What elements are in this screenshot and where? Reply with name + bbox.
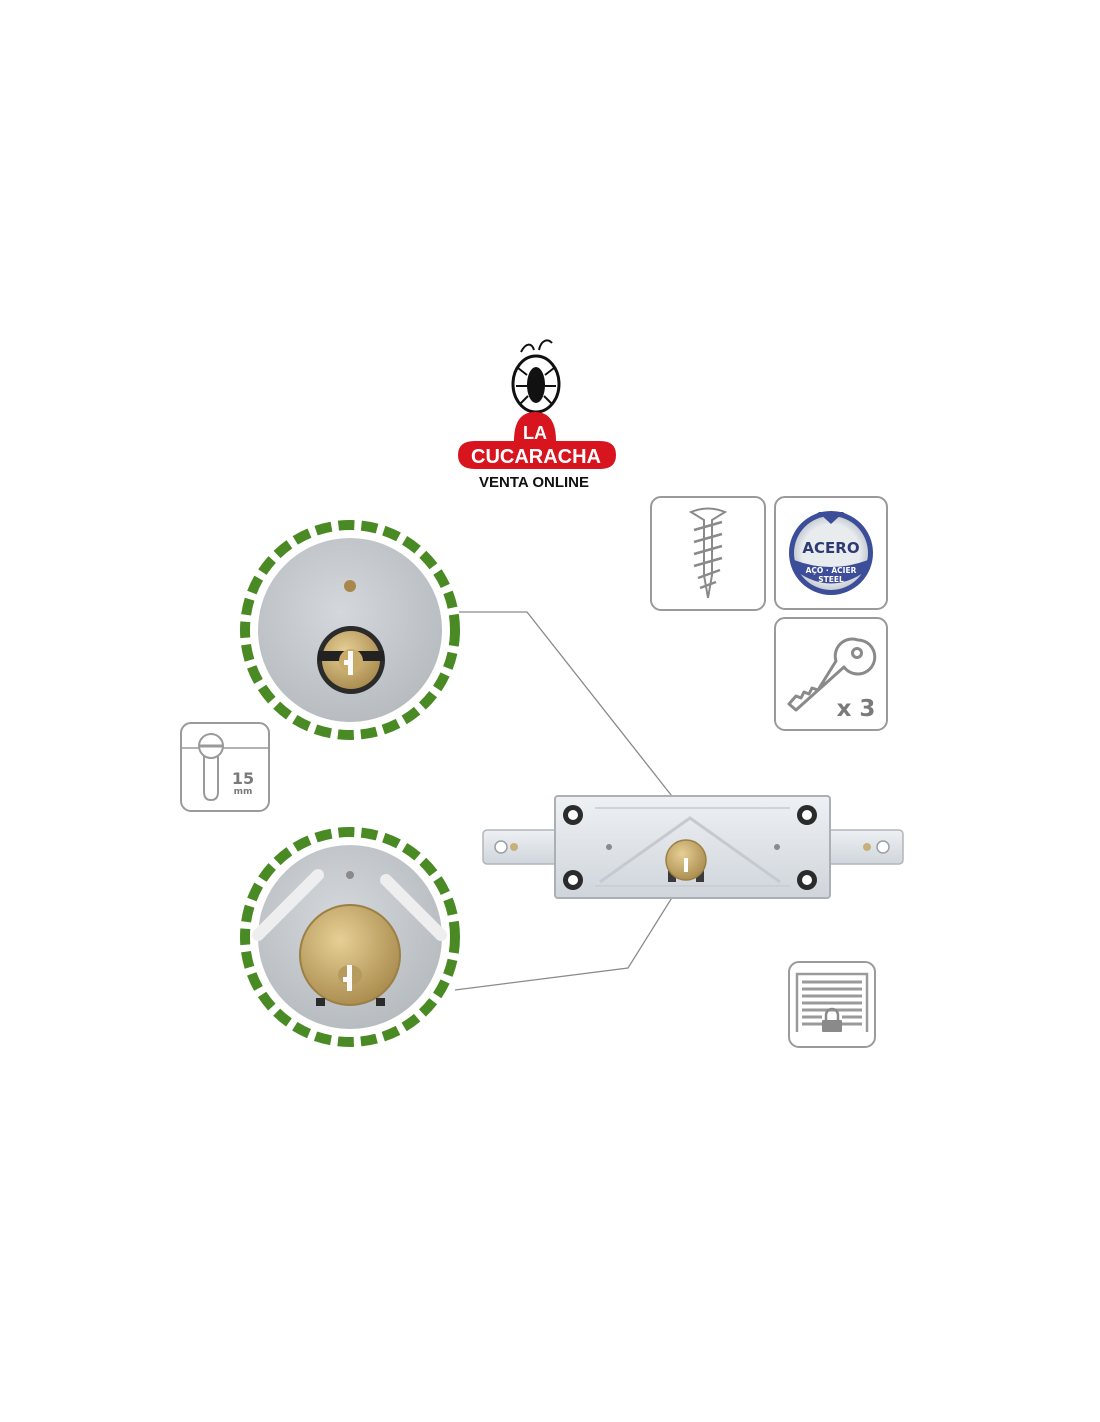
- keys-count-label: x 3: [837, 696, 876, 722]
- steel-badge-subtitle-2: STEEL: [818, 575, 844, 584]
- cylinder-size-icon: 15 mm: [180, 722, 270, 812]
- brand-logo: LA CUCARACHA VENTA ONLINE: [458, 339, 616, 491]
- lock-cylinder: [665, 839, 707, 882]
- logo-red-banner: [458, 412, 616, 469]
- connector-line-top: [459, 611, 676, 801]
- cylinder-detail-top: [240, 520, 460, 740]
- logo-line-3: VENTA ONLINE: [479, 474, 589, 491]
- logo-line-2: CUCARACHA: [471, 446, 601, 468]
- cylinder-size-unit: mm: [234, 787, 253, 797]
- steel-badge-subtitle-1: AÇO · ACIER: [806, 566, 857, 575]
- keys-count-icon: x 3: [774, 617, 888, 731]
- logo-line-1: LA: [523, 423, 547, 443]
- shutter-lock-icon: [788, 961, 876, 1048]
- key-icon: [787, 637, 877, 712]
- connector-line-bottom: [454, 887, 679, 991]
- dashed-ring-top: [240, 520, 460, 740]
- steel-badge-icon: ACERO AÇO · ACIER STEEL: [774, 496, 888, 610]
- screw-icon: [650, 496, 766, 611]
- steel-badge-title: ACERO: [802, 539, 859, 557]
- cylinder-size-value: 15: [232, 769, 254, 788]
- padlock-icon: [822, 1007, 842, 1032]
- dashed-ring-bottom: [240, 827, 460, 1047]
- cylinder-detail-bottom: [240, 827, 460, 1047]
- cockroach-icon: [511, 339, 561, 414]
- shutter-lock-product: [482, 795, 904, 899]
